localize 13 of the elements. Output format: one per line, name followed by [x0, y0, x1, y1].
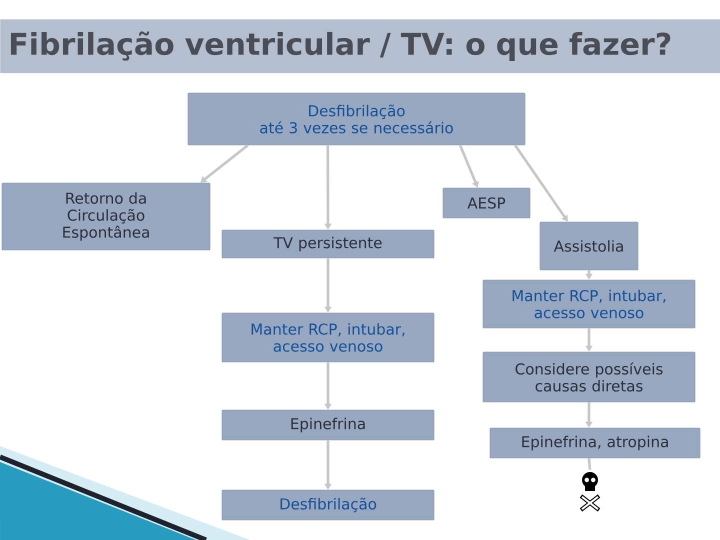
process-box: Manter RCP, intubar, acesso venoso — [222, 312, 434, 362]
process-box: AESP — [442, 188, 530, 218]
process-box: Manter RCP, intubar, acesso venoso — [482, 280, 696, 328]
process-box: Desfibrilação — [222, 490, 434, 520]
slide-title: Fibrilação ventricular / TV: o que fazer? — [0, 19, 720, 74]
skull-icon — [579, 472, 601, 512]
process-box: Epinefrina — [222, 410, 434, 440]
process-box: Retorno da Circulação Espontânea — [2, 182, 210, 250]
process-box: Desfibrilação até 3 vezes se necessário — [188, 92, 526, 146]
process-box: Epinefrina, atropina — [490, 428, 700, 458]
process-box: TV persistente — [222, 230, 434, 258]
process-box: Considere possíveis causas diretas — [482, 352, 696, 402]
process-box: Assistolia — [540, 222, 638, 270]
